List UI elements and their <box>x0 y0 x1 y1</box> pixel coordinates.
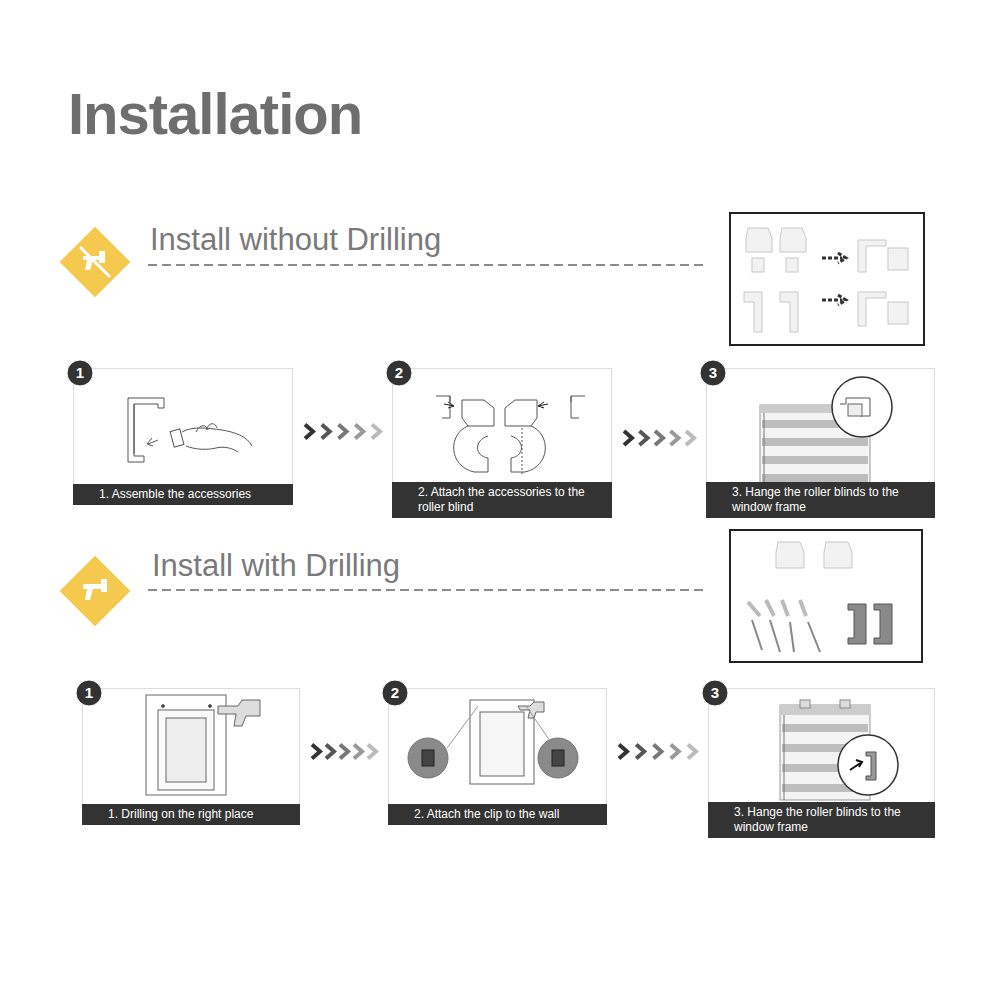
chevron-connector <box>624 431 694 445</box>
callout-number: 2 <box>381 679 409 707</box>
caption-bar: 3. Hange the roller blinds to the window… <box>706 482 935 518</box>
blind-art <box>780 700 898 800</box>
accessories-photo <box>730 213 924 345</box>
drill-icon <box>60 556 131 627</box>
assemble-art <box>128 398 252 462</box>
step-number: 3 <box>699 359 727 387</box>
dashed-rule <box>148 264 705 266</box>
step-number: 1 <box>75 679 103 707</box>
attach-art <box>436 396 585 476</box>
step-number: 2 <box>381 679 409 707</box>
step-panel: 3. Hange the roller blinds to the window… <box>706 368 935 518</box>
caption-bar: 1. Drilling on the right place <box>82 804 300 825</box>
section-heading: Install with Drilling <box>152 548 400 584</box>
step-caption: 2. Attach the clip to the wall <box>414 807 559 821</box>
caption-bar: 1. Assemble the accessories <box>73 484 293 505</box>
step-caption: 1. Assemble the accessories <box>99 487 251 501</box>
step-number: 3 <box>701 679 729 707</box>
chevron-connector <box>619 745 696 759</box>
callout-number: 1 <box>75 679 103 707</box>
step-panel: 2. Attach the clip to the wall2 <box>388 688 607 825</box>
step-caption: 3. Hange the roller blinds to the window… <box>734 805 901 834</box>
blind-art <box>760 377 892 483</box>
accessories-photo <box>730 530 922 662</box>
step-number: 2 <box>385 359 413 387</box>
page-title: Installation <box>68 80 362 147</box>
step-panel: 2. Attach the accessories to the roller … <box>392 368 612 518</box>
step-number: 1 <box>66 359 94 387</box>
step-panel: 1. Drilling on the right place1 <box>82 688 300 825</box>
step-panel: 1. Assemble the accessories1 <box>73 368 293 505</box>
caption-bar: 3. Hange the roller blinds to the window… <box>708 802 935 838</box>
window-drill-art <box>146 695 260 795</box>
caption-bar: 2. Attach the clip to the wall <box>388 804 607 825</box>
callout-number: 2 <box>385 359 413 387</box>
callout-number: 3 <box>699 359 727 387</box>
callout-number: 3 <box>701 679 729 707</box>
chevron-connector <box>312 745 376 759</box>
section-heading: Install without Drilling <box>150 222 441 258</box>
step-caption: 1. Drilling on the right place <box>108 807 253 821</box>
chevron-connector <box>305 425 380 439</box>
no-drill-icon <box>60 227 131 298</box>
dashed-rule <box>148 589 705 591</box>
step-caption: 2. Attach the accessories to the roller … <box>418 485 585 514</box>
window-clip-art <box>408 700 578 784</box>
step-panel: 3. Hange the roller blinds to the window… <box>708 688 935 838</box>
caption-bar: 2. Attach the accessories to the roller … <box>392 482 612 518</box>
callout-number: 1 <box>66 359 94 387</box>
step-caption: 3. Hange the roller blinds to the window… <box>732 485 899 514</box>
